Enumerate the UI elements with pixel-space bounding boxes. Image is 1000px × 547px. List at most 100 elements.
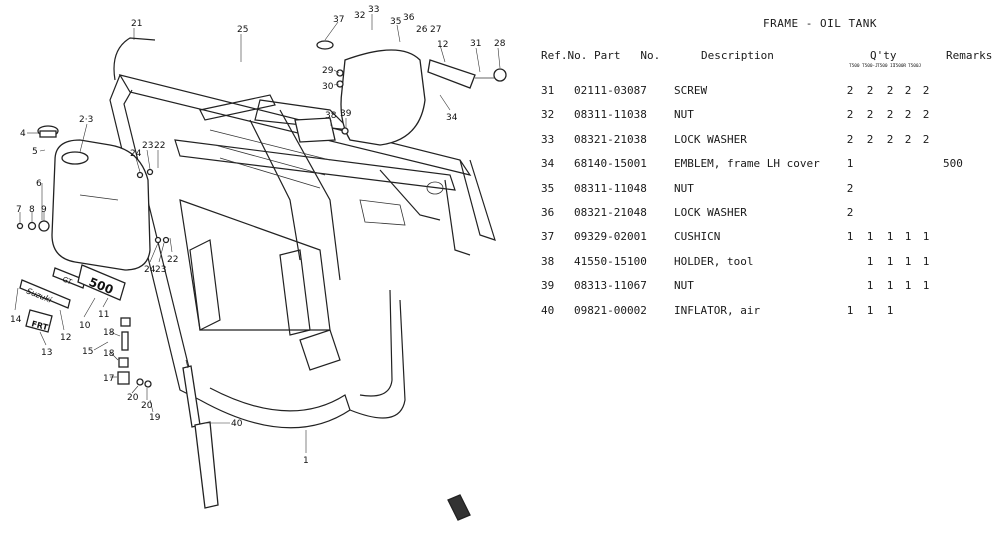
callout-29: 29 — [322, 66, 334, 76]
qty-cell: 2 — [904, 108, 912, 122]
part-number-cell: 09821-00002 — [574, 303, 647, 317]
col-part-no: Part No. — [594, 49, 661, 62]
description-cell: CUSHICN — [674, 230, 721, 244]
ref-number-cell: 34 — [541, 157, 555, 171]
ref-number-cell: 35 — [541, 181, 555, 195]
callout-18-lower: 18 — [103, 349, 115, 359]
model-code-4: T500R — [893, 64, 907, 69]
callout-8: 8 — [29, 205, 35, 215]
callout-18-upper: 18 — [103, 328, 115, 338]
callout-11: 11 — [98, 310, 109, 320]
qty-cell: 2 — [886, 108, 894, 122]
callout-13: 13 — [41, 348, 52, 358]
air-inflator — [182, 359, 219, 509]
part-number-cell: 08311-11048 — [574, 181, 647, 195]
description-cell: LOCK WASHER — [674, 206, 747, 219]
callout-33: 33 — [368, 5, 379, 15]
callout-leaders — [14, 14, 501, 453]
qty-cell: 2 — [886, 132, 894, 146]
qty-cell: 1 — [846, 303, 854, 317]
callout-7: 7 — [16, 205, 22, 215]
description-cell: HOLDER, tool — [674, 254, 754, 268]
callout-40: 40 — [231, 419, 243, 429]
callout-17: 17 — [103, 374, 114, 384]
plate-text: FRT — [30, 319, 49, 332]
qty-cell: 1 — [846, 157, 854, 171]
part-number-cell: 08313-11067 — [574, 279, 647, 293]
callout-39: 39 — [340, 109, 352, 119]
oil-tank-hose — [113, 37, 156, 81]
ref-number-cell: 31 — [541, 84, 555, 97]
qty-cell: 2 — [922, 132, 930, 146]
qty-cell: 1 — [904, 279, 912, 293]
ref-number-cell: 40 — [541, 303, 555, 317]
part-number-cell: 08321-21038 — [574, 132, 647, 146]
model-code-5: T500J — [908, 64, 922, 69]
col-remarks: Remarks — [946, 49, 993, 62]
description-cell: NUT — [674, 279, 694, 293]
remarks-cell: 500 — [943, 157, 963, 171]
qty-cell: 1 — [846, 230, 854, 244]
qty-cell: 1 — [922, 279, 930, 293]
description-cell: INFLATOR, air — [674, 303, 761, 317]
table-row: 35 08311-11048 NUT 2 — [530, 182, 1000, 200]
side-cover — [294, 40, 507, 146]
qty-cell: 1 — [922, 230, 930, 244]
callout-numbers: 21 25 37 32 33 35 36 26 27 12 31 28 29 3… — [10, 5, 506, 466]
callout-15: 15 — [82, 347, 93, 357]
col-qty: Q'ty — [870, 49, 897, 62]
callout-12-lower: 12 — [60, 333, 71, 343]
callout-36: 36 — [403, 13, 415, 23]
qty-cell: 2 — [866, 84, 874, 97]
qty-cell: 2 — [846, 84, 854, 97]
front-direction-arrow — [447, 494, 471, 521]
qty-cell: 1 — [886, 303, 894, 317]
part-number-cell: 68140-15001 — [574, 157, 647, 171]
callout-4: 4 — [20, 129, 26, 139]
model-code-1: T500 — [849, 64, 860, 69]
callout-10: 10 — [79, 321, 91, 331]
oil-tank — [37, 125, 151, 271]
ref-number-cell: 32 — [541, 108, 555, 122]
callout-38: 38 — [325, 111, 337, 121]
qty-cell: 1 — [866, 254, 874, 268]
description-cell: NUT — [674, 108, 694, 122]
qty-cell: 2 — [904, 132, 912, 146]
col-ref-no: Ref.No. — [541, 49, 588, 62]
qty-cell: 2 — [846, 181, 854, 195]
ref-number-cell: 37 — [541, 230, 555, 244]
callout-20-left: 20 — [127, 393, 139, 403]
frame-oil-tank-exploded-diagram: Suzuki GT 500 FRT — [10, 5, 507, 521]
qty-cell: 1 — [866, 303, 874, 317]
callout-22-upper: 22 — [154, 141, 165, 151]
callout-23-lower: 23 — [155, 265, 166, 275]
qty-cell: 2 — [866, 132, 874, 146]
part-number-cell: 08321-21048 — [574, 206, 647, 219]
qty-cell: 2 — [904, 84, 912, 97]
part-number-cell: 02111-03087 — [574, 84, 647, 97]
callout-34: 34 — [446, 113, 458, 123]
ref-number-cell: 38 — [541, 254, 555, 268]
callout-25: 25 — [237, 25, 248, 35]
ref-number-cell: 36 — [541, 206, 555, 219]
ref-number-cell: 33 — [541, 132, 555, 146]
description-cell: NUT — [674, 181, 694, 195]
callout-12-top: 12 — [437, 40, 448, 50]
callout-23-upper: 23 — [142, 141, 153, 151]
callout-37: 37 — [333, 15, 344, 25]
callout-24-lower: 24 — [144, 265, 156, 275]
description-cell: SCREW — [674, 84, 708, 97]
callout-6: 6 — [36, 179, 42, 189]
callout-5: 5 — [32, 147, 38, 157]
qty-cell: 1 — [886, 254, 894, 268]
callout-35: 35 — [390, 17, 401, 27]
col-description: Description — [701, 49, 774, 62]
